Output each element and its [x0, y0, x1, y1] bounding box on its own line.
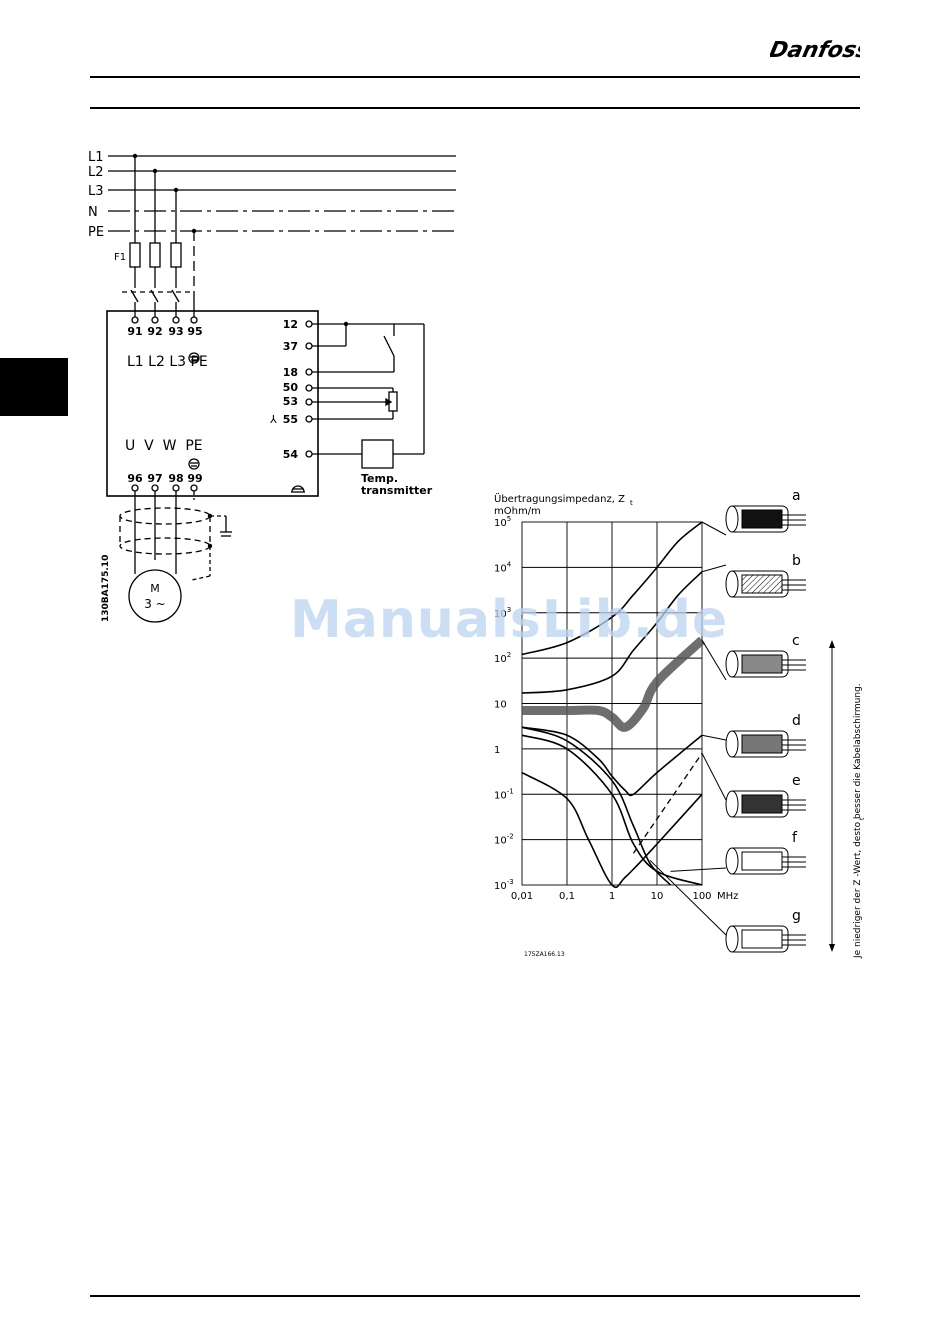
- side-note-subscript: t: [859, 817, 866, 820]
- y-tick-label: 10-3: [494, 878, 514, 892]
- terminal-12: 12: [283, 318, 298, 331]
- cable-label-b: b: [792, 553, 801, 569]
- cable-label-c: c: [792, 633, 800, 649]
- y-tick-label: 104: [494, 560, 512, 574]
- y-tick-label: 102: [494, 651, 511, 665]
- header-rule-bottom: [90, 107, 860, 109]
- x-tick-label: 1: [609, 891, 615, 902]
- footer-rule: [90, 1295, 860, 1297]
- wiring-diagram: L1 L2 L3 N PE F1 91 92 93 95 96 97 98 99…: [88, 150, 456, 623]
- terminal-96: 96: [127, 472, 143, 485]
- cable-a-shield: [741, 509, 783, 529]
- terminal-92: 92: [147, 325, 162, 338]
- danfoss-logo: Danfoss: [770, 37, 860, 63]
- dashed-reference-line: [632, 752, 703, 854]
- transmitter-label-1: Temp.: [361, 472, 398, 485]
- leader-line-g: [649, 859, 727, 936]
- terminal-55: 55: [283, 413, 298, 426]
- cable-g-end: [725, 925, 739, 953]
- analog-ground-icon: ⅄: [270, 413, 277, 426]
- terminal-98: 98: [168, 472, 183, 485]
- cable-b-end: [725, 570, 739, 598]
- cable-d-shield: [741, 734, 783, 754]
- line-label-l3: L3: [88, 184, 104, 199]
- cable-g-shield: [741, 929, 783, 949]
- impedance-chart: Übertragungsimpedanz, Z t mOhm/m 105 104 1…: [494, 488, 866, 959]
- wiring-figure-id: 130BA175.10: [101, 555, 111, 622]
- motor-labels: U V W PE: [125, 438, 203, 454]
- cable-c-shield: [741, 654, 783, 674]
- line-label-l1: L1: [88, 150, 104, 165]
- chart-title: Übertragungsimpedanz, Z: [494, 492, 625, 505]
- terminal-93: 93: [168, 325, 183, 338]
- terminal-97: 97: [147, 472, 162, 485]
- line-label-pe: PE: [88, 225, 104, 240]
- x-unit-label: MHz: [717, 891, 738, 902]
- brand-text: Danfoss: [770, 37, 860, 63]
- cable-label-e: e: [792, 773, 801, 789]
- watermark: ManualsLib.de: [290, 590, 729, 650]
- terminal-91: 91: [127, 325, 142, 338]
- series-g-line: [521, 726, 672, 886]
- leader-line-e: [701, 753, 727, 801]
- y-tick-label: 10-2: [494, 833, 514, 847]
- cable-c-end: [725, 650, 739, 678]
- header-rule-top: [90, 76, 860, 78]
- chapter-tab: [0, 358, 68, 416]
- motor-phase: 3 ~: [144, 597, 166, 611]
- line-label-l2: L2: [88, 165, 104, 180]
- y-tick-label: 105: [494, 515, 511, 529]
- cable-f-shield: [741, 851, 783, 871]
- terminal-54: 54: [283, 448, 299, 461]
- series-b-line: [521, 571, 703, 694]
- x-tick-label: 100: [692, 891, 711, 902]
- cable-label-d: d: [792, 713, 801, 729]
- cable-a-end: [725, 505, 739, 533]
- terminal-50: 50: [283, 381, 299, 394]
- series-a-line: [521, 521, 703, 656]
- series-e-line: [521, 734, 703, 886]
- cable-label-f: f: [792, 830, 798, 846]
- mains-labels: L1 L2 L3 PE: [127, 354, 208, 370]
- chart-figure-id: 175ZA166.13: [524, 951, 565, 958]
- y-tick-label: 1: [494, 745, 500, 756]
- chart-title-subscript: t: [630, 499, 633, 507]
- terminal-95: 95: [187, 325, 202, 338]
- x-tick-label: 0,01: [511, 891, 533, 902]
- cable-f-end: [725, 847, 739, 875]
- y-tick-label: 10-1: [494, 787, 514, 801]
- x-tick-label: 10: [651, 891, 664, 902]
- transmitter-label-2: transmitter: [361, 484, 433, 497]
- cable-label-a: a: [792, 488, 801, 504]
- y-axis-label: mOhm/m: [494, 506, 541, 517]
- terminal-37: 37: [283, 340, 298, 353]
- terminal-99: 99: [187, 472, 202, 485]
- line-label-n: N: [88, 205, 98, 220]
- terminal-18: 18: [283, 366, 298, 379]
- fuse-label: F1: [114, 252, 126, 263]
- cable-b-shield: [741, 574, 783, 594]
- terminal-53: 53: [283, 395, 298, 408]
- cable-d-end: [725, 730, 739, 758]
- leader-line-f: [670, 867, 727, 872]
- x-tick-label: 0,1: [559, 891, 575, 902]
- cable-e-shield: [741, 794, 783, 814]
- leader-line-d: [701, 734, 727, 741]
- series-c-line: [522, 636, 706, 732]
- leader-line-a: [701, 521, 727, 536]
- series-d-line: [521, 726, 703, 797]
- series-f-line: [521, 771, 703, 889]
- leader-line-c: [701, 639, 727, 681]
- side-note: Je niedriger der Z -Wert, desto besser d…: [853, 683, 863, 959]
- cable-e-end: [725, 790, 739, 818]
- motor-symbol: M: [150, 582, 160, 595]
- leader-line-b: [701, 564, 727, 573]
- cable-label-g: g: [792, 908, 801, 924]
- y-tick-label: 10: [494, 700, 507, 711]
